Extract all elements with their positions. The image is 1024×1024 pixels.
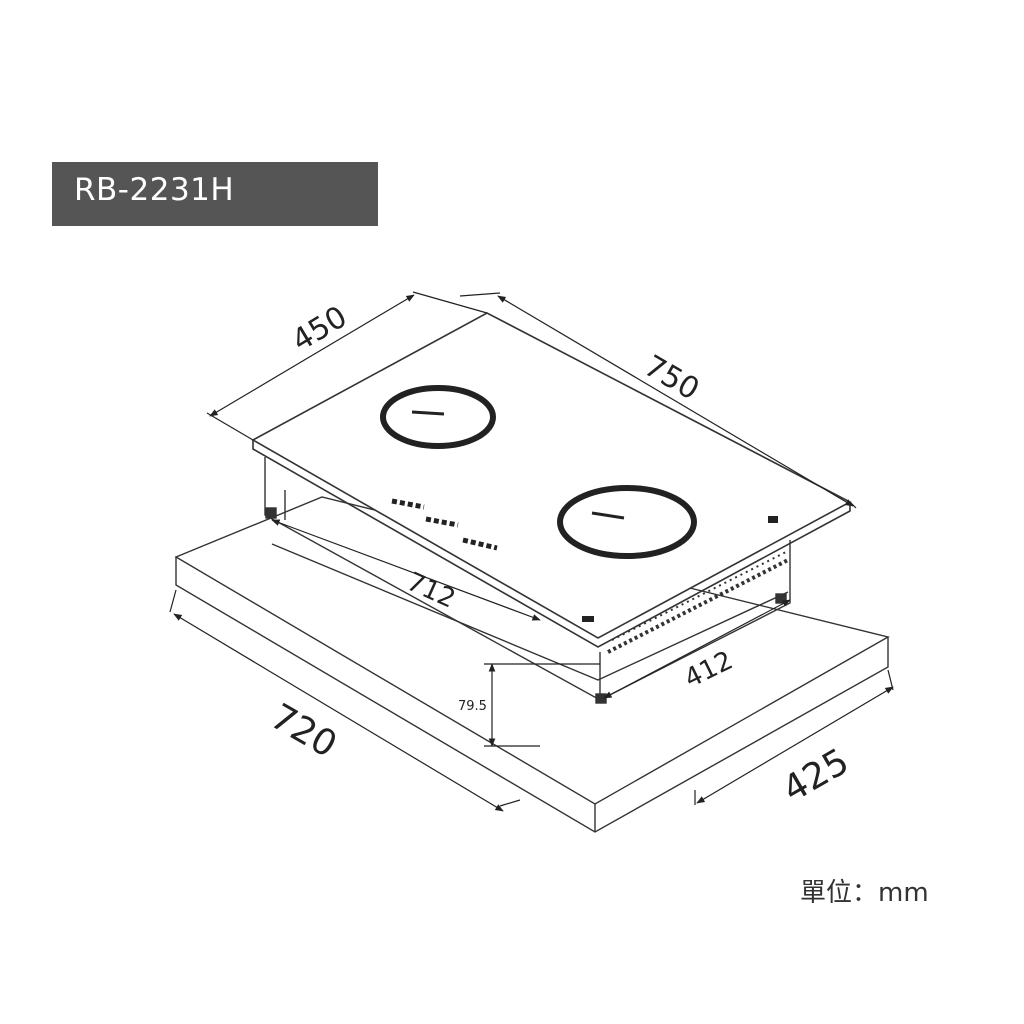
- power-indicator: [768, 516, 778, 523]
- dimension-720: [169, 589, 521, 812]
- dimension-425: [694, 669, 894, 805]
- model-title-bar: RB-2231H: [52, 162, 378, 226]
- dimension-79-5-label: 79.5: [458, 699, 487, 714]
- dimension-450-label: 450: [286, 299, 353, 358]
- hob-body: [264, 457, 791, 704]
- dimension-750: [459, 292, 857, 509]
- brand-logo: [582, 616, 594, 622]
- dimension-412: [603, 599, 791, 699]
- dimension-425-label: 425: [776, 741, 856, 811]
- dimension-712: [271, 519, 541, 621]
- dimension-450: [206, 291, 488, 441]
- unit-label: 單位：mm: [800, 878, 929, 908]
- burner-left: [380, 385, 496, 449]
- dimension-720-label: 720: [264, 696, 344, 766]
- model-title: RB-2231H: [74, 172, 235, 208]
